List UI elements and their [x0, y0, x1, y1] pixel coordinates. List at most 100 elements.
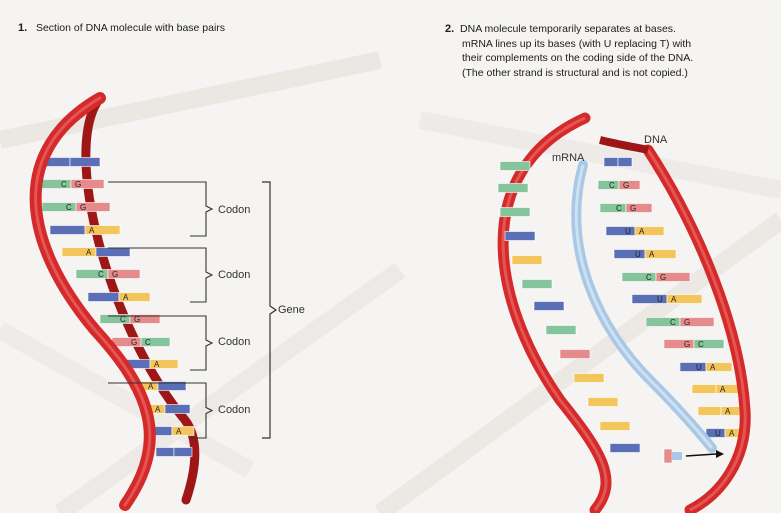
gene-label: Gene: [278, 304, 305, 316]
coding-base-letter: A: [725, 407, 731, 416]
structural-base: [609, 443, 641, 453]
structural-base: [533, 301, 565, 311]
backbone-front-highlight: [34, 96, 152, 507]
incoming-nucleotide-backbone: [672, 452, 682, 460]
coding-base: [705, 362, 733, 372]
base-right: [129, 314, 161, 324]
coding-base: [693, 339, 725, 349]
mrna-base-letter: C: [616, 204, 622, 213]
base-right: [107, 269, 141, 279]
base-right: [84, 225, 121, 235]
arrow-head: [716, 450, 724, 458]
coding-base-letter: G: [660, 273, 666, 282]
base-letter-left: C: [66, 203, 72, 212]
incoming-nucleotide: [663, 448, 673, 464]
panel2-title-line: their complements on the coding side of …: [462, 52, 694, 64]
base-right: [149, 359, 179, 369]
arrow-shaft: [685, 453, 717, 457]
structural-base: [573, 373, 605, 383]
coding-base-letter: A: [720, 385, 726, 394]
coding-base-letter: A: [729, 429, 735, 438]
mrna-base-letter: C: [646, 273, 652, 282]
panel1-codon-brackets: [108, 181, 278, 439]
panel1-back-strand: [81, 93, 200, 505]
coding-base: [655, 272, 691, 282]
mrna-base: [679, 362, 707, 372]
codon-bracket: [108, 247, 214, 303]
structural-base: [545, 325, 577, 335]
codon-label-3: Codon: [218, 336, 251, 348]
coding-base-letter: G: [623, 181, 629, 190]
mrna-base: [697, 406, 722, 416]
structural-base: [499, 207, 531, 217]
structural-base: [521, 279, 553, 289]
mrna-base-letter: U: [635, 250, 641, 259]
base-letter-right: G: [134, 315, 140, 324]
mrna-base: [691, 384, 717, 394]
base-letter-left: C: [61, 180, 67, 189]
coding-base: [618, 180, 641, 190]
dna-label: DNA: [644, 134, 668, 146]
coding-base-letter: G: [684, 318, 690, 327]
base-right: [118, 292, 151, 302]
structural-base: [559, 349, 591, 359]
codon-label-4: Codon: [218, 404, 251, 416]
panel1-front-strand: [29, 92, 156, 511]
base-left: [87, 292, 120, 302]
panel2-heading: 2. DNA molecule temporarily separates at…: [445, 22, 775, 80]
base-letter-right: A: [123, 293, 129, 302]
backbone-back: [81, 93, 200, 505]
structural-base: [497, 183, 529, 193]
base-letter-right: A: [154, 360, 160, 369]
base-letter-left: C: [120, 315, 126, 324]
codon-bracket: [108, 181, 214, 237]
base-letter-right: A: [89, 226, 95, 235]
base-right: [95, 247, 131, 257]
panel2-step-number: 2.: [445, 23, 455, 35]
coding-backbone-highlight: [646, 149, 747, 512]
coding-base: [666, 294, 703, 304]
mrna-backbone-highlight: [574, 164, 714, 449]
panel2-title-line: mRNA lines up its bases (with U replacin…: [462, 37, 692, 50]
base-right: [69, 157, 101, 167]
panel2-coding-strand: [599, 136, 751, 513]
base-letter-right: G: [112, 270, 118, 279]
mrna-base-letter: U: [625, 227, 631, 236]
structural-base: [499, 161, 531, 171]
coding-base-letter: A: [639, 227, 645, 236]
base-right: [171, 426, 195, 436]
mrna-base-letter: C: [609, 181, 615, 190]
coding-base: [644, 249, 677, 259]
coding-base-letter: A: [710, 363, 716, 372]
base-letter-left: C: [98, 270, 104, 279]
mrna-base-letter: U: [696, 363, 702, 372]
watermark-line: [418, 111, 781, 199]
base-right: [157, 381, 187, 391]
coding-base-letter: G: [630, 204, 636, 213]
mrna-base-letter: C: [670, 318, 676, 327]
mrna-base: [603, 157, 619, 167]
structural-base: [587, 397, 619, 407]
base-letter-left: G: [131, 338, 137, 347]
coding-base-letter: C: [698, 340, 704, 349]
base-letter-right: C: [145, 338, 151, 347]
base-letter-right: G: [75, 180, 81, 189]
coding-base: [617, 157, 633, 167]
coding-base-letter: A: [671, 295, 677, 304]
codon-bracket: [108, 382, 214, 439]
base-letter-left: A: [155, 405, 161, 414]
coding-base: [679, 317, 715, 327]
coding-backbone-top: [599, 136, 649, 154]
mrna-base: [599, 203, 627, 213]
base-right: [164, 404, 191, 414]
panel2-title-line: (The other strand is structural and is n…: [462, 66, 688, 79]
base-right: [75, 202, 111, 212]
mrna-base-letter: G: [684, 340, 690, 349]
base-letter-right: G: [80, 203, 86, 212]
panel2-title-line: DNA molecule temporarily separates at ba…: [460, 23, 676, 35]
panel1-heading: 1. Section of DNA molecule with base pai…: [18, 22, 225, 34]
codon-label-2: Codon: [218, 269, 251, 281]
